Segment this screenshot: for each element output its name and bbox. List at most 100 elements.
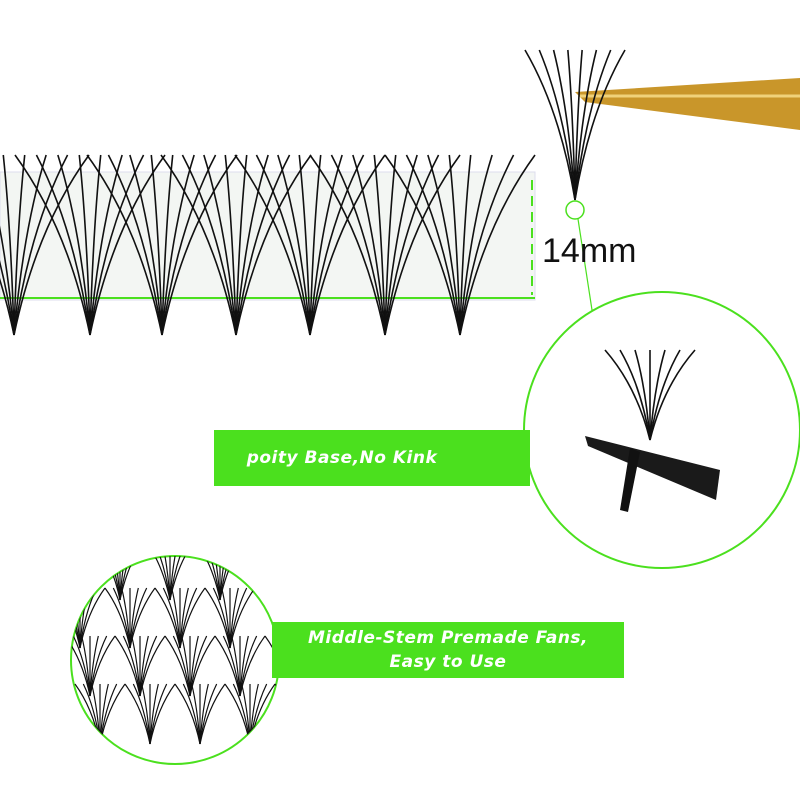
lash-fiber: [235, 154, 269, 336]
lash-fiber: [309, 154, 343, 336]
lash-fiber: [161, 154, 238, 336]
lash-fiber: [2, 154, 15, 336]
lash-fiber: [649, 349, 681, 441]
banner-text-line1: Middle-Stem Premade Fans,: [308, 628, 588, 648]
lash-fiber: [0, 260, 15, 336]
lash-fiber: [269, 556, 279, 601]
lash-fiber: [161, 154, 195, 336]
lash-fiber: [71, 556, 88, 601]
lash-fiber: [129, 154, 163, 336]
lash-fiber: [234, 154, 311, 336]
lash-fiber: [384, 154, 397, 336]
lash-fiber: [224, 154, 237, 336]
lash-fiber: [89, 635, 116, 697]
lash-fiber: [71, 556, 96, 601]
lash-fiber: [149, 683, 176, 745]
lash-fiber: [384, 154, 418, 336]
lash-fiber: [574, 49, 626, 201]
lash-fiber: [45, 540, 70, 600]
lash-fiber: [261, 556, 271, 601]
lash-fiber: [567, 49, 576, 201]
lash-fiber: [107, 154, 163, 336]
lash-fiber: [13, 154, 26, 336]
lash-fiber: [277, 154, 311, 336]
lash-fiber: [309, 154, 386, 336]
lash-fiber: [283, 684, 300, 744]
lash-fiber: [574, 49, 598, 201]
lash-fiber: [269, 556, 279, 601]
lash-fiber: [300, 684, 317, 744]
lash-fiber: [229, 587, 256, 649]
lash-fiber: [459, 154, 493, 336]
lash-fiber: [13, 154, 69, 336]
lash-fiber: [384, 154, 440, 336]
lash-fiber: [255, 154, 311, 336]
lash-fiber: [161, 154, 217, 336]
lash-fiber: [538, 49, 576, 201]
lash-fiber: [552, 49, 576, 201]
lash-fiber: [300, 684, 325, 744]
lash-fiber: [459, 154, 515, 336]
lash-fiber: [309, 154, 322, 336]
lash-fiber: [252, 556, 271, 601]
lash-fiber: [384, 154, 461, 336]
feature-banner-fans: Middle-Stem Premade Fans, Easy to Use: [272, 622, 624, 678]
lash-fiber: [161, 154, 174, 336]
lash-fiber: [274, 683, 279, 745]
lash-fiber: [309, 154, 365, 336]
lash-fiber: [78, 154, 91, 336]
lash-fiber: [57, 154, 91, 336]
lash-fiber: [71, 556, 79, 601]
lash-fiber: [0, 277, 15, 336]
lash-fiber: [203, 154, 237, 336]
lash-fiber: [292, 684, 300, 744]
lash-fiber: [352, 154, 386, 336]
lash-fiber: [14, 154, 91, 336]
lash-fiber: [524, 49, 576, 201]
lash-fiber: [373, 154, 386, 336]
lash-fiber: [169, 556, 196, 601]
lash-fiber: [574, 49, 583, 201]
lash-fiber: [330, 154, 386, 336]
lash-fiber: [139, 635, 166, 697]
lash-fiber: [427, 154, 461, 336]
tweezers: [575, 78, 800, 130]
lash-fiber: [35, 154, 91, 336]
lash-fiber: [634, 349, 651, 441]
detail-circle-base: [523, 291, 800, 569]
lash-fiber: [119, 556, 146, 601]
lash-fiber: [264, 635, 279, 697]
lash-fiber: [189, 635, 216, 697]
banner-text-line2: Easy to Use: [389, 652, 507, 672]
lash-fiber: [62, 540, 70, 600]
lash-fiber: [53, 540, 70, 600]
feature-banner-base: poity Base,No Kink: [214, 430, 530, 486]
lash-fiber: [129, 587, 156, 649]
lash-fiber: [405, 154, 461, 336]
banner-text: poity Base,No Kink: [246, 448, 438, 468]
lash-fiber: [13, 154, 47, 336]
lash-fiber: [459, 154, 472, 336]
lash-fiber: [459, 154, 536, 336]
lash-fiber: [448, 154, 461, 336]
lash-fiber: [574, 49, 612, 201]
lash-fiber: [150, 154, 163, 336]
lash-fiber: [0, 225, 15, 336]
lash-fiber: [309, 154, 386, 336]
lash-fiber: [179, 587, 206, 649]
lash-fiber: [649, 349, 666, 441]
lash-fiber: [199, 683, 226, 745]
lash-fiber: [235, 154, 248, 336]
lash-fiber: [269, 556, 279, 601]
lash-fiber: [384, 154, 461, 336]
lash-fiber: [235, 154, 291, 336]
length-label: 14mm: [542, 232, 637, 270]
lash-fiber: [13, 154, 90, 336]
lash-fiber: [235, 154, 312, 336]
lash-fiber: [79, 587, 106, 649]
lash-fiber: [649, 349, 696, 441]
lash-fiber: [239, 635, 266, 697]
lash-fiber: [298, 154, 311, 336]
